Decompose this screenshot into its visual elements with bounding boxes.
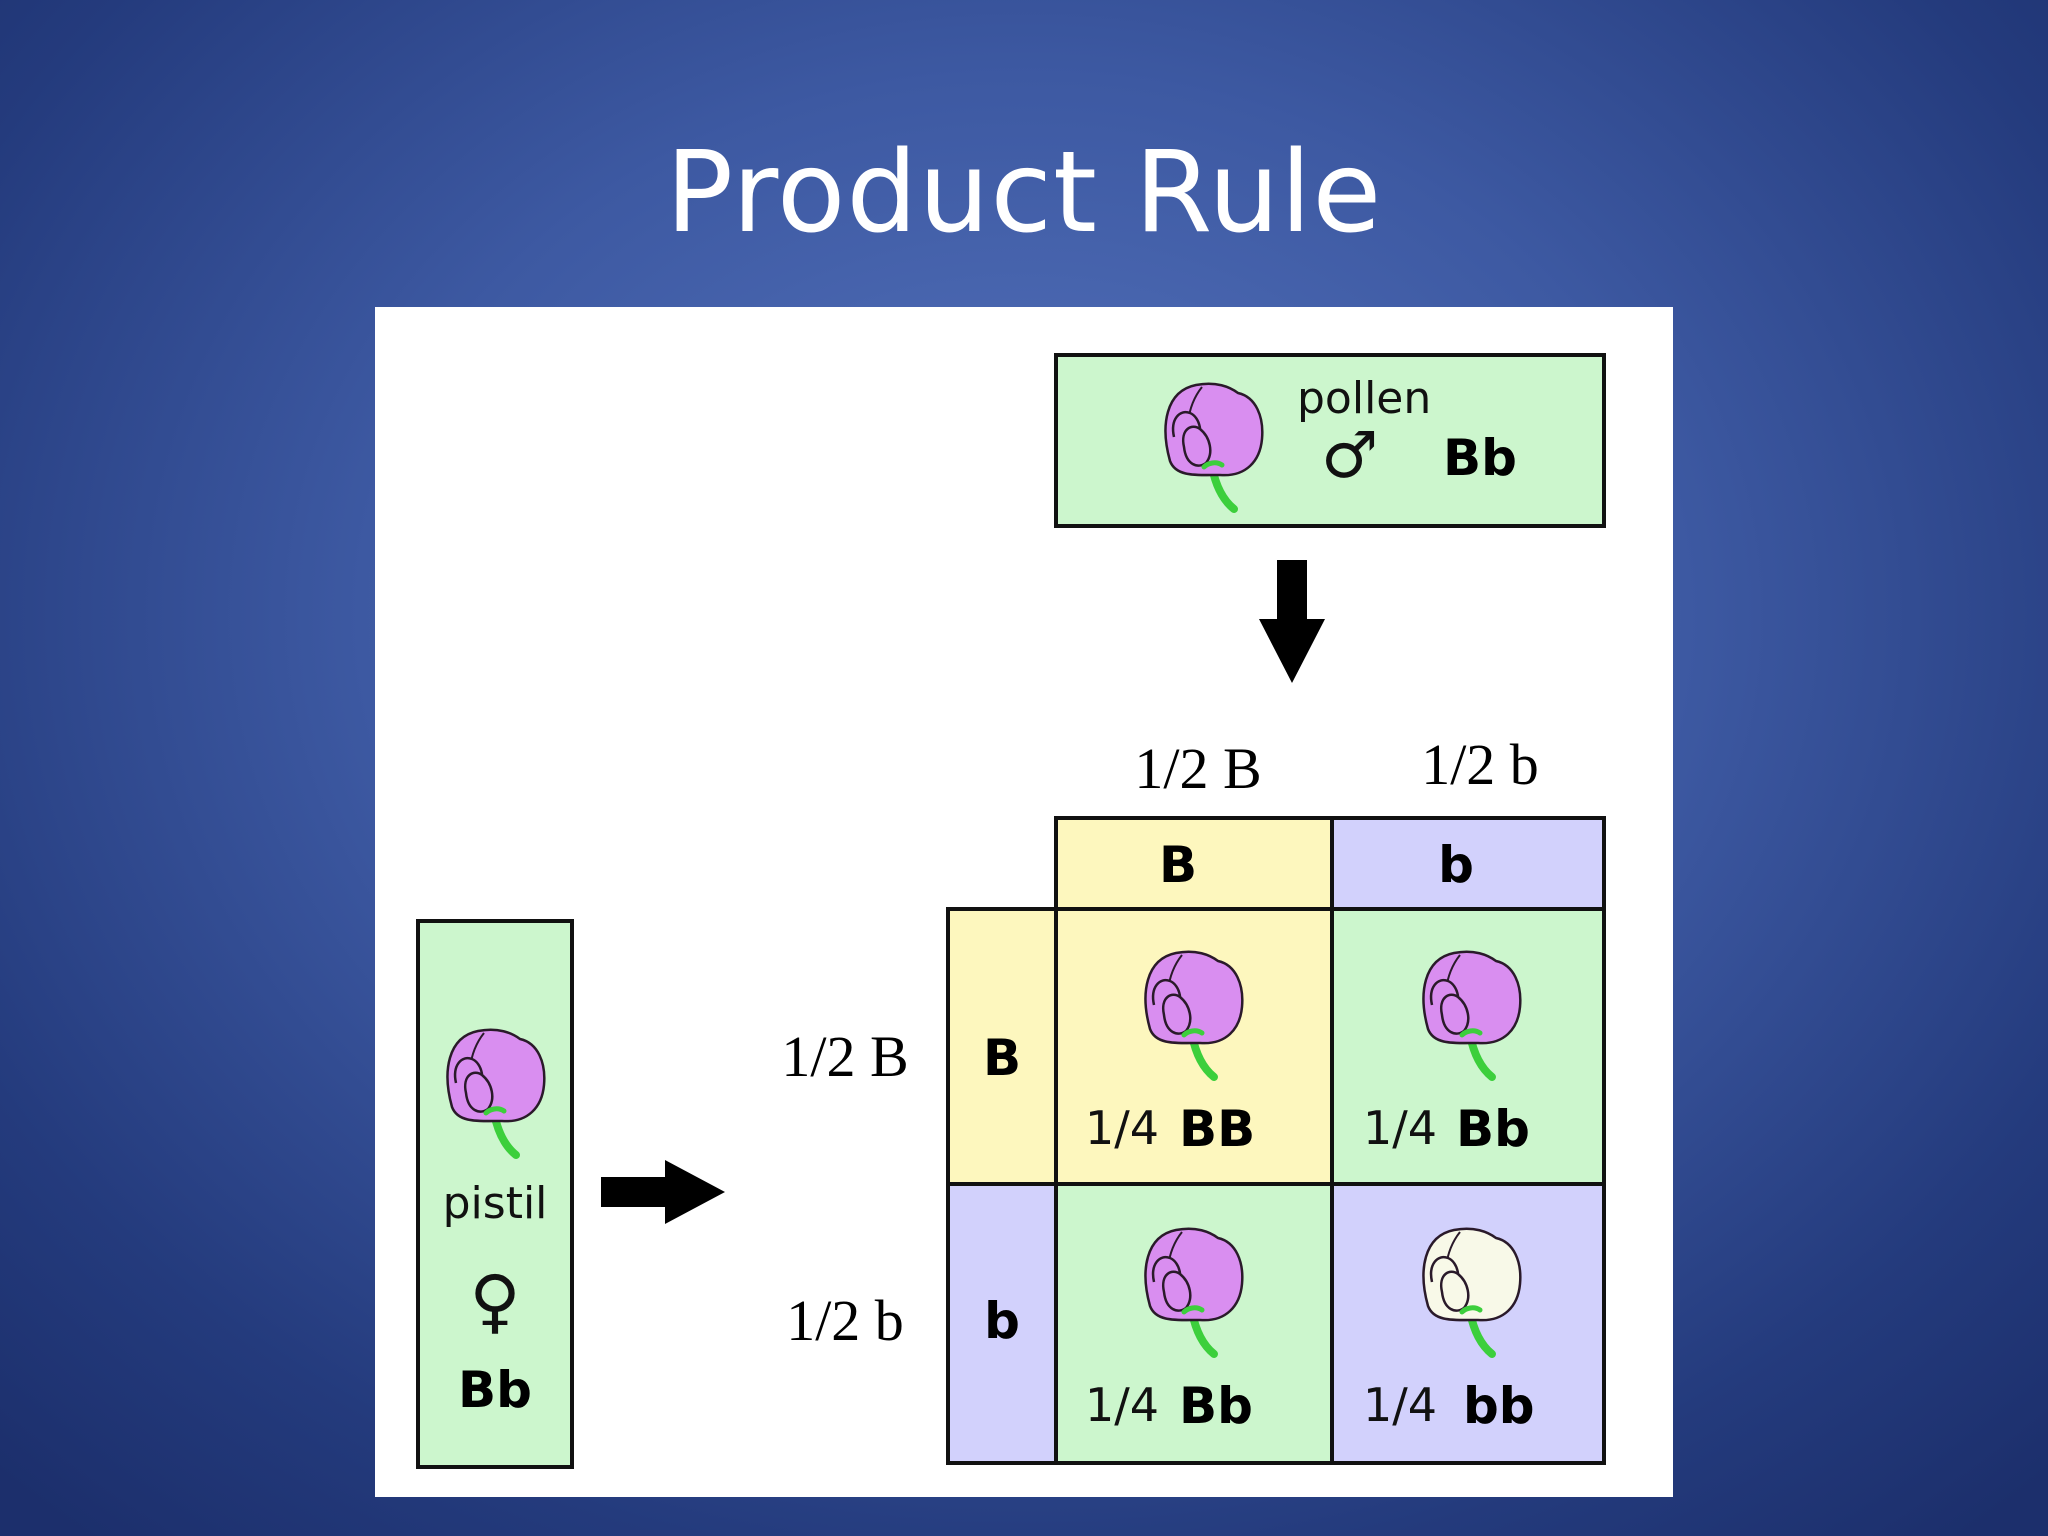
right-arrow-icon (601, 1160, 725, 1224)
row-probability-1: 1/2 B (781, 1024, 908, 1089)
row-allele-2: b (984, 1292, 1020, 1350)
col-probability-1: 1/2 B (1134, 736, 1261, 801)
offspring-cell-BB: 1/4 BB (1054, 907, 1334, 1186)
col-header-b: b (1330, 816, 1606, 911)
punnett-diagram: pollen ♂ Bb 1/2 B 1/2 b B b 1/2 B 1/2 b … (416, 353, 1606, 1469)
female-symbol: ♀ (469, 1260, 520, 1342)
offspring-cell-bb: 1/4 bb (1330, 1182, 1606, 1465)
offspring-cell-Bb-bottom: 1/4 Bb (1054, 1182, 1334, 1465)
cell-probability: 1/4 (1363, 1101, 1437, 1155)
col-header-B: B (1054, 816, 1334, 911)
pistil-label: pistil (443, 1178, 548, 1229)
pistil-box: pistil ♀ Bb (416, 919, 574, 1469)
pollen-box: pollen ♂ Bb (1054, 353, 1606, 528)
row-allele-1: B (983, 1029, 1021, 1087)
pollen-genotype: Bb (1443, 429, 1517, 487)
cell-probability: 1/4 (1085, 1101, 1159, 1155)
col-probability-2: 1/2 b (1421, 732, 1539, 797)
cell-probability: 1/4 (1085, 1378, 1159, 1432)
slide-title: Product Rule (665, 128, 1383, 258)
pollen-label: pollen (1297, 373, 1431, 424)
row-header-b: b (946, 1182, 1058, 1465)
row-header-B: B (946, 907, 1058, 1186)
cell-genotype: bb (1463, 1377, 1535, 1435)
cell-probability: 1/4 (1363, 1378, 1437, 1432)
punnett-diagram-panel: pollen ♂ Bb 1/2 B 1/2 b B b 1/2 B 1/2 b … (375, 307, 1673, 1497)
col-allele-1: B (1159, 836, 1197, 894)
cell-genotype: Bb (1456, 1100, 1530, 1158)
row-probability-2: 1/2 b (786, 1288, 904, 1353)
offspring-cell-Bb-top: 1/4 Bb (1330, 907, 1606, 1186)
col-allele-2: b (1438, 836, 1474, 894)
pistil-genotype: Bb (458, 1361, 532, 1419)
cell-genotype: Bb (1179, 1377, 1253, 1435)
cell-genotype: BB (1179, 1100, 1255, 1158)
down-arrow-icon (1259, 560, 1325, 683)
male-symbol: ♂ (1321, 419, 1378, 493)
